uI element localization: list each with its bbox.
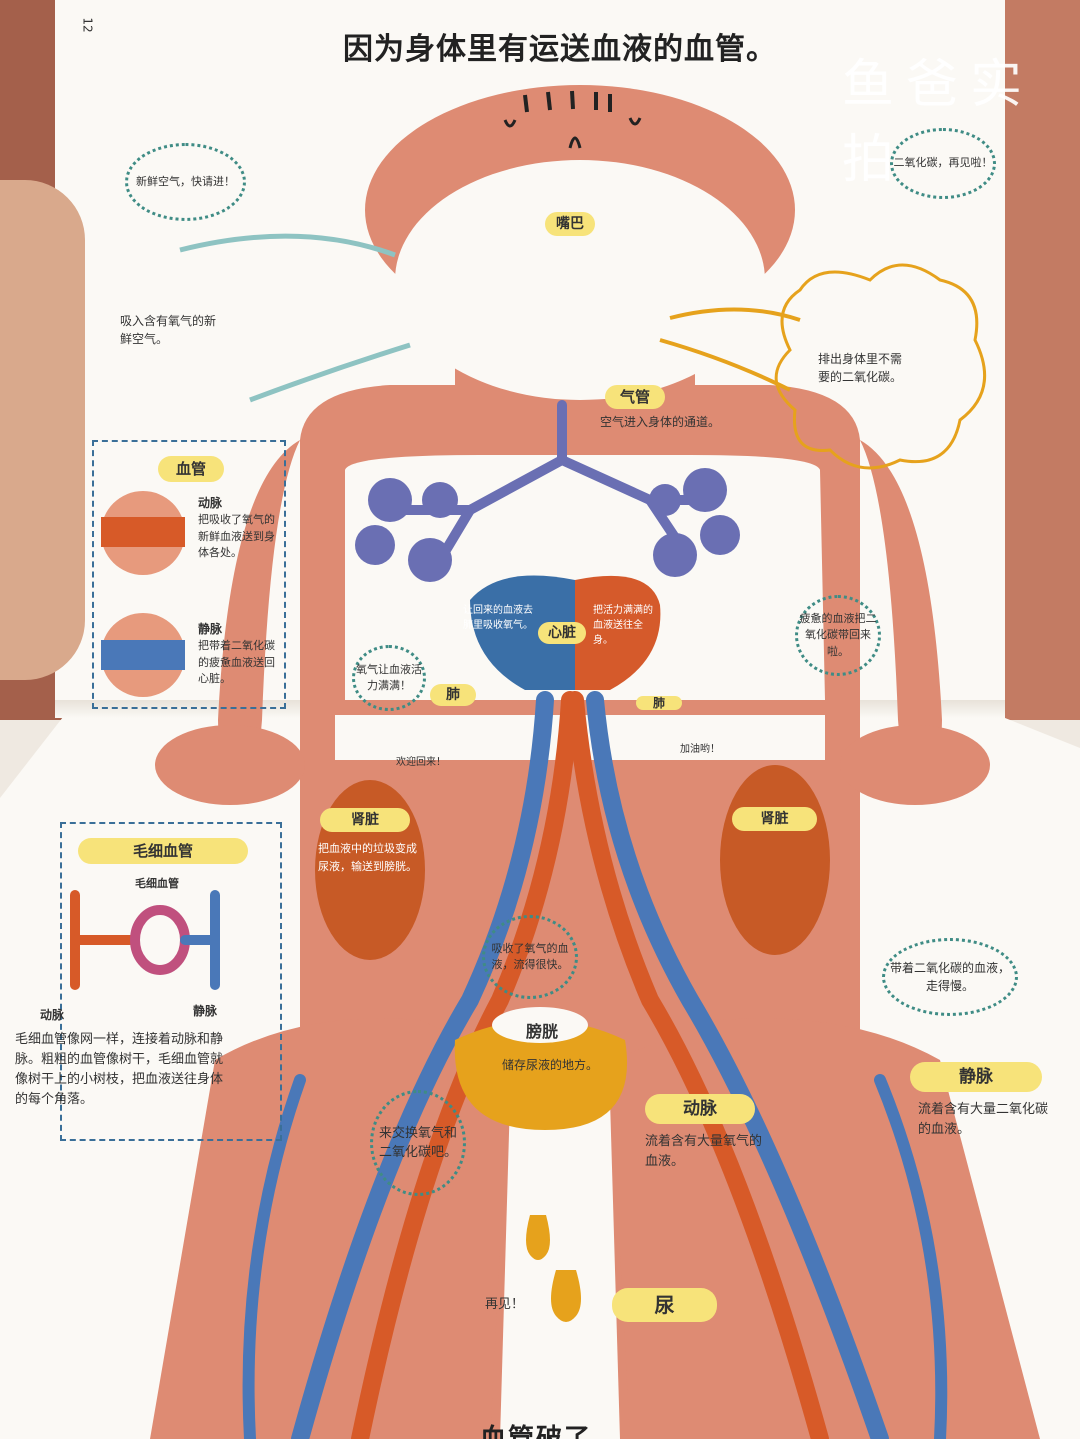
- exchange-bubble: 来交换氧气和二氧化碳吧。: [370, 1090, 466, 1196]
- slow-blood-bubble: 带着二氧化碳的血液，走得慢。: [882, 938, 1018, 1016]
- tired-blood-bubble: 疲惫的血液把二氧化碳带回来啦。: [795, 595, 881, 676]
- fast-blood-bubble: 吸收了氧气的血液，流得很快。: [482, 915, 578, 999]
- artery-label-desc: 流着含有大量氧气的血液。: [645, 1134, 763, 1170]
- artery-desc: 把吸收了氧气的新鲜血液送到身体各处。: [198, 513, 275, 559]
- inhale-note: 吸入含有氧气的新鲜空气。: [120, 314, 217, 346]
- vein-label: 静脉: [910, 1062, 1042, 1092]
- vessels-title: 血管: [158, 456, 224, 482]
- exhale-note: 排出身体里不需要的二氧化碳。: [818, 352, 903, 384]
- lung-label-right: 肺: [636, 696, 682, 710]
- welcome-text: 欢迎回来！: [396, 757, 446, 768]
- page-title: 因为身体里有运送血液的血管。: [343, 32, 777, 67]
- oxygen-bubble: 氧气让血液活力满满！: [352, 645, 426, 711]
- cheer-text: 加油哟！: [680, 744, 720, 755]
- heart-right-text: 把活力满满的血液送往全身。: [593, 605, 653, 646]
- urine-label: 尿: [612, 1288, 717, 1322]
- co2-bye-bubble: 二氧化碳，再见啦！: [890, 128, 996, 199]
- capillary-artery: 动脉: [40, 1008, 65, 1022]
- kidney-left-desc: 把血液中的垃圾变成尿液，输送到膀胱。: [318, 842, 417, 873]
- capillary-sub: 毛细血管: [135, 877, 179, 890]
- artery-name: 动脉: [198, 496, 223, 510]
- kidney-left-label: 肾脏: [320, 808, 410, 832]
- photo-watermark: 鱼爸实拍: [842, 55, 1035, 190]
- capillary-title: 毛细血管: [78, 838, 248, 864]
- trachea-label: 气管: [605, 385, 665, 409]
- bladder-label: 膀胱: [525, 1022, 558, 1041]
- vein-label-desc: 流着含有大量二氧化碳的血液。: [918, 1102, 1049, 1138]
- kidney-right-label: 肾脏: [732, 807, 817, 831]
- vessels-box: 血管 动脉 把吸收了氧气的新鲜血液送到身体各处。 静脉 把带着二氧化碳的疲惫血液…: [92, 440, 286, 709]
- page-number: 12: [80, 17, 95, 33]
- heart-left-text: 让回来的血液去肺里吸收氧气。: [463, 605, 533, 631]
- capillary-box: [60, 822, 282, 1141]
- artery-label: 动脉: [645, 1094, 755, 1124]
- heart-label: 心脏: [538, 622, 586, 644]
- bye-text: 再见！: [485, 1297, 525, 1312]
- capillary-desc: 毛细血管像网一样，连接着动脉和静脉。粗粗的血管像树干，毛细血管就像树干上的小树枝…: [15, 1032, 224, 1108]
- capillary-vein: 静脉: [193, 1004, 218, 1018]
- vein-desc: 把带着二氧化碳的疲惫血液送回心脏。: [198, 639, 275, 685]
- fresh-air-bubble: 新鲜空气，快请进！: [125, 143, 246, 221]
- next-section-title: 血管破了: [480, 1424, 593, 1439]
- mouth-label: 嘴巴: [545, 212, 595, 236]
- lung-label: 肺: [430, 684, 476, 706]
- vein-name: 静脉: [198, 622, 223, 636]
- bladder-desc: 储存尿液的地方。: [501, 1058, 598, 1072]
- hand: [0, 180, 85, 680]
- trachea-desc: 空气进入身体的通道。: [600, 415, 721, 429]
